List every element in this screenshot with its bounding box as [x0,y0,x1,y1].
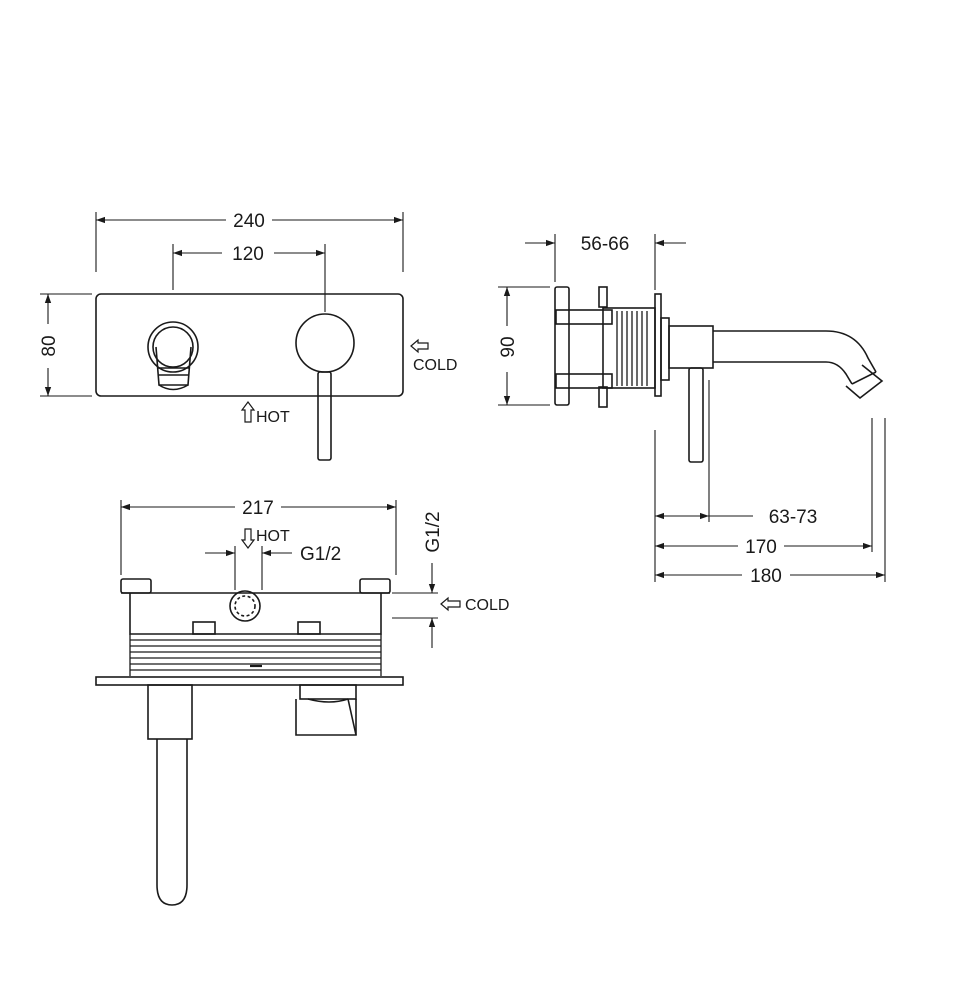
front-dimensions [40,212,404,397]
top-housing [120,578,391,635]
front-cold-label: COLD [413,357,457,374]
front-cold-arrow-icon [410,338,429,354]
top-view [95,578,404,906]
dim-front-spacing: 120 [232,244,264,265]
top-wall-plate [95,676,404,686]
dim-side-handle-offset: 63-73 [769,507,818,528]
top-cold-label: COLD [465,597,509,614]
dim-side-height: 90 [498,336,519,357]
side-dimensions [498,234,886,582]
front-cover-plate [95,293,404,397]
front-view [95,293,404,461]
dim-side-total-reach: 180 [750,566,782,587]
front-hot-label: HOT [256,409,290,426]
side-wall-plate [654,293,662,397]
side-view [554,286,884,463]
dim-side-depth: 56-66 [581,234,630,255]
dim-top-inlet-thread: G1/2 [300,544,341,565]
dim-front-height: 80 [39,335,60,356]
dim-side-spout-reach: 170 [745,537,777,558]
top-cold-arrow-icon [440,596,461,612]
side-threaded-body [616,311,648,386]
dim-top-width: 217 [242,498,274,519]
top-spout [147,684,193,906]
dim-front-width: 240 [233,211,265,232]
top-hot-label: HOT [256,528,290,545]
top-handle [295,684,357,736]
front-spout-outlet [147,321,199,391]
front-hot-arrow-icon [240,401,256,423]
side-handle-lever [688,367,704,463]
side-valve-body [660,317,884,400]
top-hot-arrow-icon [240,528,256,549]
top-threaded-section [129,634,382,676]
dim-top-side-thread: G1/2 [423,511,444,552]
side-mounting-body [554,286,656,408]
top-dimensions [120,500,438,648]
front-mixer-handle [295,313,355,461]
